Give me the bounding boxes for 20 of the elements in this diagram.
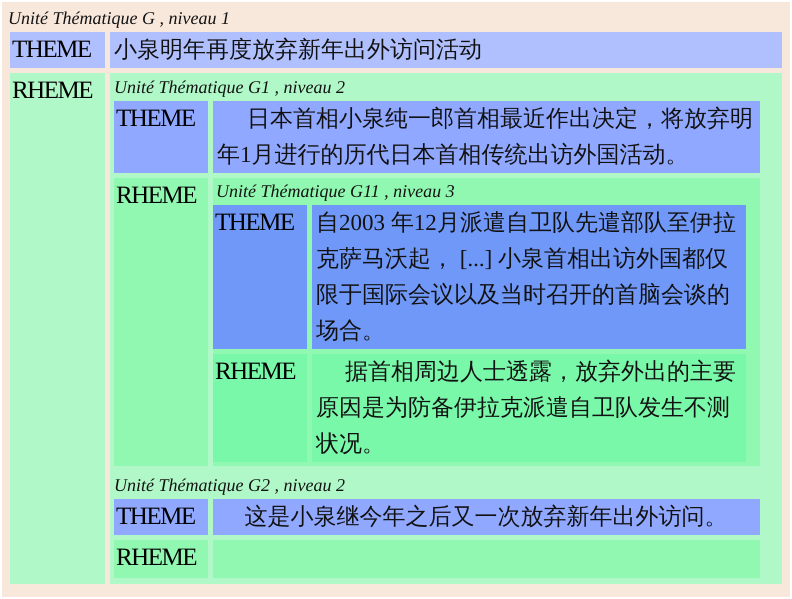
theme-content-cell: 这是小泉继今年之后又一次放弃新年出外访问。 — [213, 499, 760, 535]
unit-heading: Unité Thématique G1 , niveau 2 — [114, 76, 346, 98]
rheme-content-cell — [213, 178, 760, 466]
unit-heading: Unité Thématique G11 , niveau 3 — [216, 180, 456, 202]
rheme-label-cell: RHEME — [114, 540, 208, 578]
rheme-label-cell: RHEME — [10, 73, 105, 584]
theme-content-cell: 小泉明年再度放弃新年出外访问活动 — [110, 32, 782, 68]
theme-content-cell: 自2003 年12月派遣自卫队先遣部队至伊拉克萨马沃起， [...] 小泉首相出访外国都仅限于国际会议以及当时召开的首脑会谈的场合。 — [312, 205, 746, 349]
unit-heading: Unité Thématique G , niveau 1 — [8, 7, 231, 29]
rheme-label-cell: RHEME — [213, 354, 307, 462]
theme-label-cell: THEME — [213, 205, 307, 349]
rheme-content-cell — [213, 540, 760, 578]
rheme-content-cell: 据首相周边人士透露，放弃外出的主要原因是为防备伊拉克派遣自卫队发生不测状况。 — [312, 354, 746, 462]
rheme-label-cell: RHEME — [114, 178, 208, 466]
theme-label-cell: THEME — [114, 499, 208, 535]
theme-label-cell: THEME — [10, 32, 105, 68]
rheme-content-cell — [110, 73, 782, 584]
theme-label-cell: THEME — [114, 101, 208, 173]
unit-heading: Unité Thématique G2 , niveau 2 — [114, 474, 346, 496]
theme-content-cell: 日本首相小泉纯一郎首相最近作出决定，将放弃明年1月进行的历代日本首相传统出访外国活动。 — [213, 101, 760, 173]
